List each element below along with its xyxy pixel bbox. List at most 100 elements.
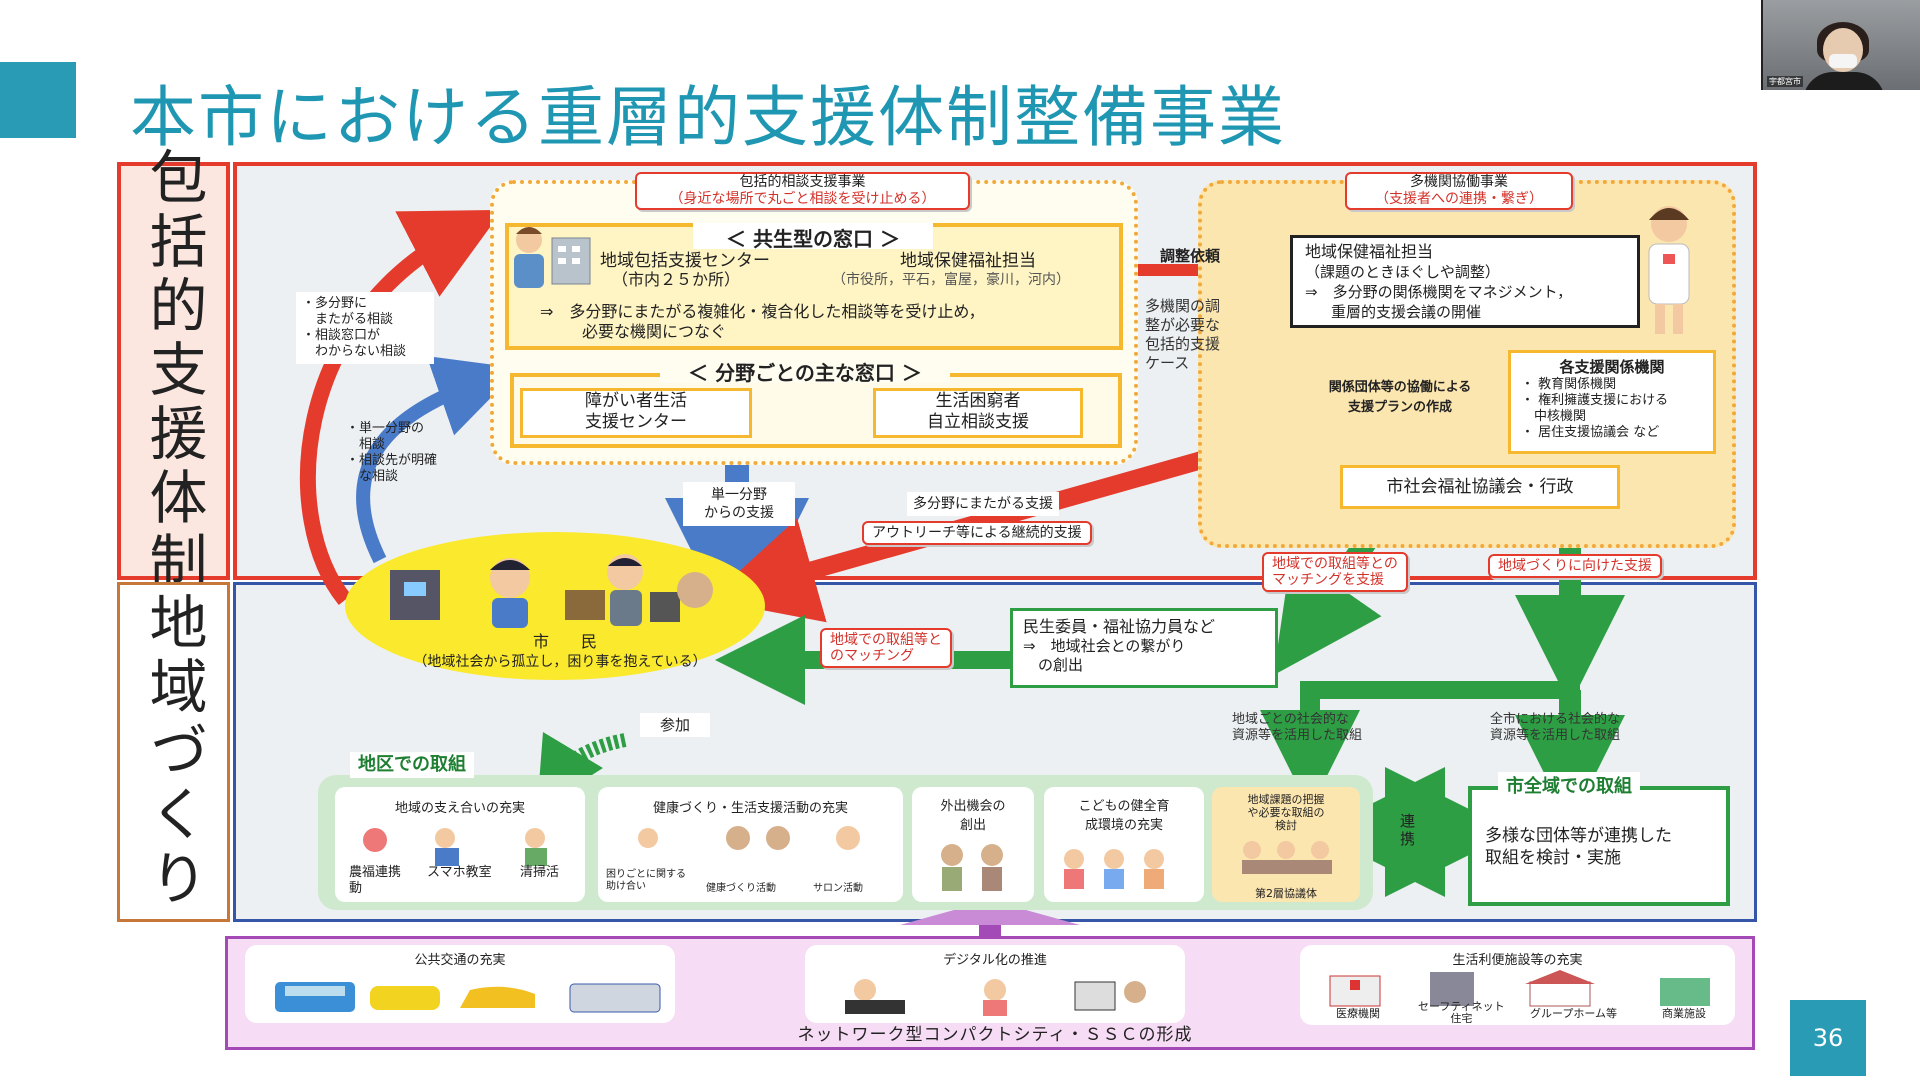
section-hokatsu-text: 包括的支援体制 [139, 147, 208, 595]
chiiki-shien-label: 地域づくりに向けた支援 [1488, 554, 1662, 578]
card-kenko-cap1: 困りごとに関する 助け合い [606, 869, 686, 892]
minsei-title: 民生委員・福祉協力員など [1023, 617, 1216, 636]
shizenki-desc: 多様な団体等が連携した 取組を検討・実施 [1485, 826, 1672, 868]
staff-icon [504, 222, 592, 288]
card-kenko-cap3: サロン活動 [813, 883, 863, 894]
chiku-card-kyogitai: 地域課題の把握 や必要な取組の 検討 第2層協議体 [1212, 787, 1360, 902]
red-curve-arrow [299, 209, 503, 606]
bunya-title: ＜ 分野ごとの主な窓口 ＞ [660, 357, 950, 385]
kyosei-desc: ⇒ 多分野にまたがる複雑化・複合化した相談等を受け止め， [540, 302, 985, 321]
seikatsu-konkyu-box: 生活困窮者 自立相談支援 [873, 388, 1083, 438]
page-number: 36 [1790, 1000, 1866, 1076]
benri-item-4: 商業施設 [1662, 1007, 1706, 1020]
left-note-multi: ・多分野に またがる相談 ・相談窓口が わからない相談 [296, 292, 434, 364]
kyogitai-illustration [1242, 841, 1332, 874]
tan-itsu-label: 単一分野 からの支援 [683, 482, 795, 526]
citizens-title: 市 民 [532, 632, 597, 651]
takikan-box-sub: （課題のときほぐしや調整） [1305, 263, 1500, 281]
support-plan-text: 関係団体等の協働による 支援プランの作成 [1328, 380, 1472, 415]
hokatsu-soudan-title: 包括的相談支援事業 [739, 174, 866, 190]
card-kodomo-title: こどもの健全育 成環境の充実 [1078, 799, 1170, 833]
sasaeai-illustration [363, 828, 547, 866]
title-accent-bar [0, 62, 76, 138]
takikan-box-title: 地域保健福祉担当 [1305, 242, 1434, 261]
shigen-city-label: 全市における社会的な 資源等を活用した取組 [1490, 712, 1621, 743]
section-chiiki-text: 地域づくり [139, 592, 208, 912]
takikan-subtitle: （支援者への連携・繋ぎ） [1375, 191, 1543, 207]
chiku-card-sasaeai: 地域の支え合いの充実 農福連携 動 スマホ教室 清掃活 [335, 787, 585, 902]
matching-left-label: 地域での取組等と のマッチング [820, 628, 952, 668]
card-kyogitai-cap: 第2層協議体 [1255, 887, 1317, 900]
seikatsu-benri-title: 生活利便施設等の充実 [1452, 953, 1583, 968]
shizenki-title: 市全域での取組 [1498, 772, 1640, 798]
left-note-single: ・単一分野の 相談 ・相談先が明確 な相談 [346, 421, 438, 484]
hoken-places: （市役所，平石，富屋，豪川，河内） [832, 272, 1070, 288]
chosei-note: 多機関の調 整が必要な 包括的支援 ケース [1145, 297, 1221, 372]
hoken-name: 地域保健福祉担当 [900, 251, 1036, 271]
kotsu-card: 公共交通の充実 [245, 945, 675, 1023]
section-label-chiiki: 地域づくり [117, 582, 230, 922]
card-kenko-cap2: 健康づくり活動 [706, 883, 776, 894]
minsei-box: 民生委員・福祉協力員など ⇒ 地域社会との繋がり の創出 [1010, 608, 1278, 688]
kotsu-illustration [275, 982, 661, 1013]
staff-woman-icon [1635, 196, 1705, 336]
webcam-label: 宇都宮市 [1767, 76, 1803, 87]
digital-title: デジタル化の推進 [943, 953, 1047, 968]
kikan-title: 各支援関係機関 [1559, 358, 1665, 376]
shogai-center-box: 障がい者生活 支援センター [520, 388, 752, 438]
takikan-box-desc: ⇒ 多分野の関係機関をマネジメント， [1305, 283, 1573, 301]
minsei-desc: ⇒ 地域社会との繋がり の創出 [1023, 637, 1186, 674]
section-label-hokatsu: 包括的支援体制 [117, 147, 230, 595]
chiku-card-gaishutsu: 外出機会の 創出 [912, 787, 1034, 902]
kikan-item-4: ・ 居住支援協議会 など [1521, 425, 1660, 440]
kikan-item-2: ・ 権利擁護支援における [1521, 393, 1669, 408]
card-sasaeai-cap3: 清掃活 [520, 865, 560, 880]
kotsu-title: 公共交通の充実 [414, 953, 506, 968]
shakyo-box: 市社会福祉協議会・行政 [1340, 465, 1620, 509]
takikan-title: 多機関協働事業 [1410, 174, 1508, 190]
hokatsu-soudan-label: 包括的相談支援事業 （身近な場所で丸ごと相談を受け止める） [635, 172, 970, 210]
kikan-item-1: ・ 教育関係機関 [1521, 377, 1617, 392]
shigen-local-label: 地域ごとの社会的な 資源等を活用した取組 [1232, 712, 1363, 743]
kikan-box: 各支援関係機関 ・ 教育関係機関 ・ 権利擁護支援における 中核機関 ・ 居住支… [1508, 350, 1716, 454]
card-sasaeai-cap1: 農福連携 動 [349, 865, 402, 896]
webcam-thumbnail[interactable]: 宇都宮市 [1761, 0, 1920, 90]
center-count: （市内２５か所） [612, 270, 741, 289]
kenko-illustration [638, 826, 860, 850]
outreach-label: アウトリーチ等による継続的支援 [862, 521, 1092, 545]
takikan-box-desc2: 重層的支援会議の開催 [1331, 303, 1482, 321]
kikan-item-3: 中核機関 [1521, 409, 1587, 424]
matching-top-label: 地域での取組等との マッチングを支援 [1262, 552, 1408, 592]
card-kenko-title: 健康づくり・生活支援活動の充実 [652, 801, 848, 816]
hokatsu-soudan-subtitle: （身近な場所で丸ごと相談を受け止める） [669, 191, 936, 207]
kyosei-desc2: 必要な機関につなぐ [582, 322, 727, 341]
gaishutsu-illustration [941, 844, 1003, 891]
card-kyogitai-title: 地域課題の把握 や必要な取組の 検討 [1247, 793, 1325, 832]
card-sasaeai-title: 地域の支え合いの充実 [394, 801, 525, 816]
takikan-label: 多機関協働事業 （支援者への連携・繋ぎ） [1345, 172, 1573, 210]
chiku-card-kodomo: こどもの健全育 成環境の充実 [1044, 787, 1204, 902]
seikatsu-benri-illustration [1329, 970, 1710, 1007]
sanka-arrow [536, 731, 627, 810]
card-sasaeai-cap2: スマホ教室 [427, 865, 492, 880]
digital-illustration [845, 979, 1146, 1016]
renkei-label: 連 携 [1400, 812, 1416, 848]
sanka-label: 参加 [640, 713, 710, 737]
benri-item-2: セーフティネット 住宅 [1418, 1000, 1505, 1025]
citizens-subtitle: （地域社会から孤立し，困り事を抱えている） [413, 654, 707, 670]
chiku-card-kenko: 健康づくり・生活支援活動の充実 困りごとに関する 助け合い 健康づくり活動 サロ… [598, 787, 903, 902]
chosei-label: 調整依頼 [1160, 247, 1221, 265]
page-title: 本市における重層的支援体制整備事業 [130, 79, 1286, 156]
card-gaishutsu-title: 外出機会の 創出 [940, 799, 1006, 833]
blue-curve-arrow [356, 356, 520, 564]
kyosei-title: ＜ 共生型の窓口 ＞ [693, 223, 933, 251]
citizens-illustration [380, 550, 720, 630]
seikatsu-benri-card: 生活利便施設等の充実 医療機関 セーフティネット 住宅 グループホーム等 商業施… [1300, 945, 1735, 1025]
benri-item-1: 医療機関 [1336, 1007, 1380, 1020]
chiku-title: 地区での取組 [350, 752, 474, 778]
digital-card: デジタル化の推進 [805, 945, 1185, 1023]
center-name: 地域包括支援センター [600, 251, 770, 271]
takikan-hoken-box: 地域保健福祉担当 （課題のときほぐしや調整） ⇒ 多分野の関係機関をマネジメント… [1290, 235, 1640, 328]
network-footer: ネットワーク型コンパクトシティ・ＳＳＣの形成 [797, 1025, 1193, 1045]
tabunya-label: 多分野にまたがる支援 [907, 492, 1059, 516]
